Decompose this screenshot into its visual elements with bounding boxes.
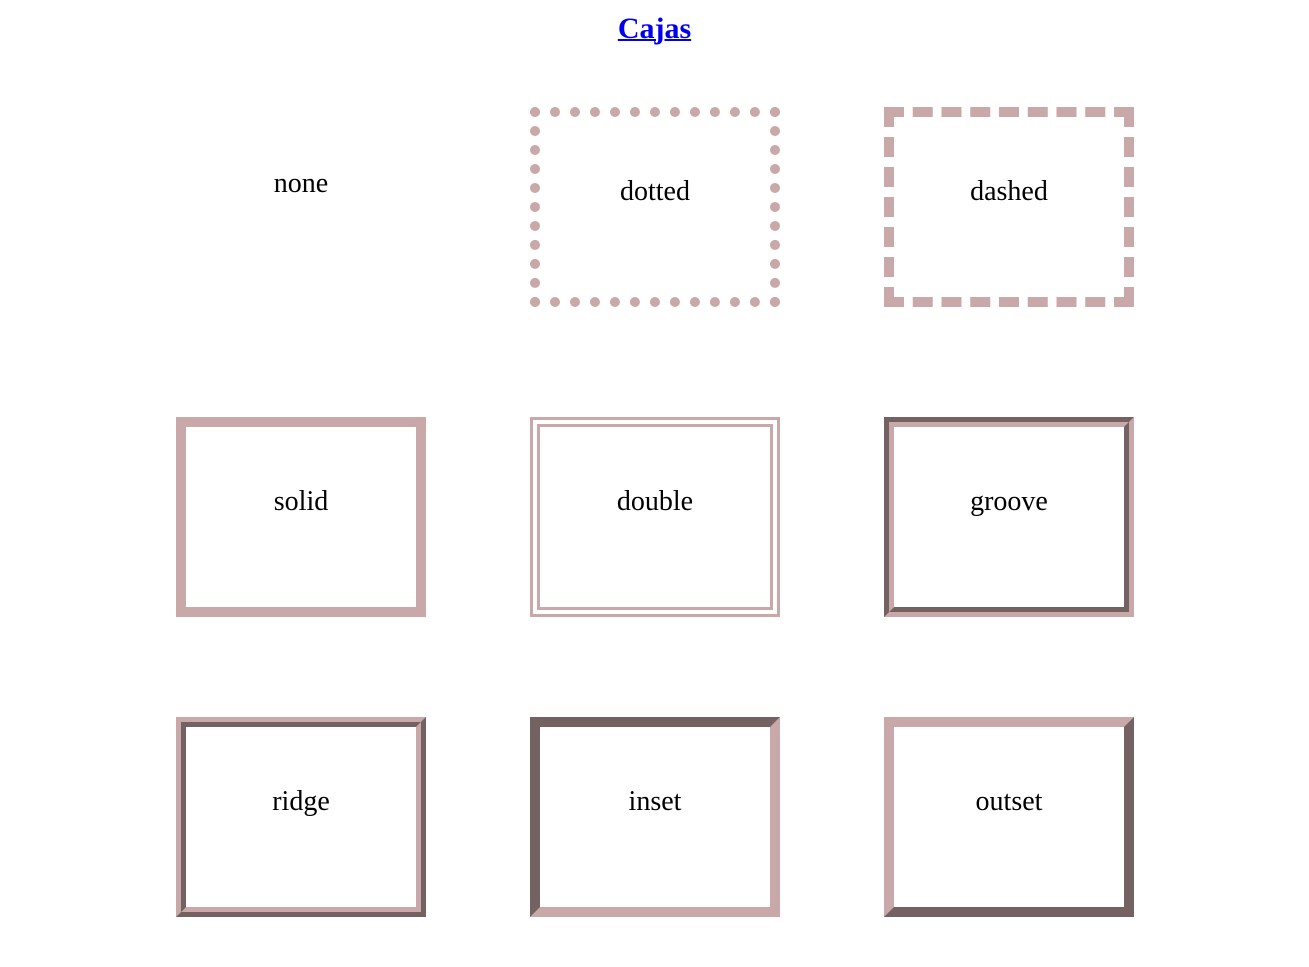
box-ridge: ridge: [176, 717, 426, 917]
box-label: dashed: [970, 176, 1048, 207]
box-double: double: [530, 417, 780, 617]
box-dashed: dashed: [884, 107, 1134, 307]
box-dotted: dotted: [530, 107, 780, 307]
box-label: groove: [970, 486, 1048, 517]
box-label: outset: [975, 786, 1043, 817]
box-none: none: [176, 107, 426, 307]
box-label: none: [273, 168, 329, 199]
box-solid: solid: [176, 417, 426, 617]
box-label: double: [616, 486, 694, 517]
box-label: ridge: [272, 786, 330, 817]
box-label: solid: [273, 486, 329, 517]
page-title: Cajas: [0, 12, 1309, 46]
box-label: inset: [628, 786, 682, 817]
box-groove: groove: [884, 417, 1134, 617]
box-inset: inset: [530, 717, 780, 917]
box-label: dotted: [620, 176, 690, 207]
box-outset: outset: [884, 717, 1134, 917]
page-title-link[interactable]: Cajas: [617, 12, 692, 45]
